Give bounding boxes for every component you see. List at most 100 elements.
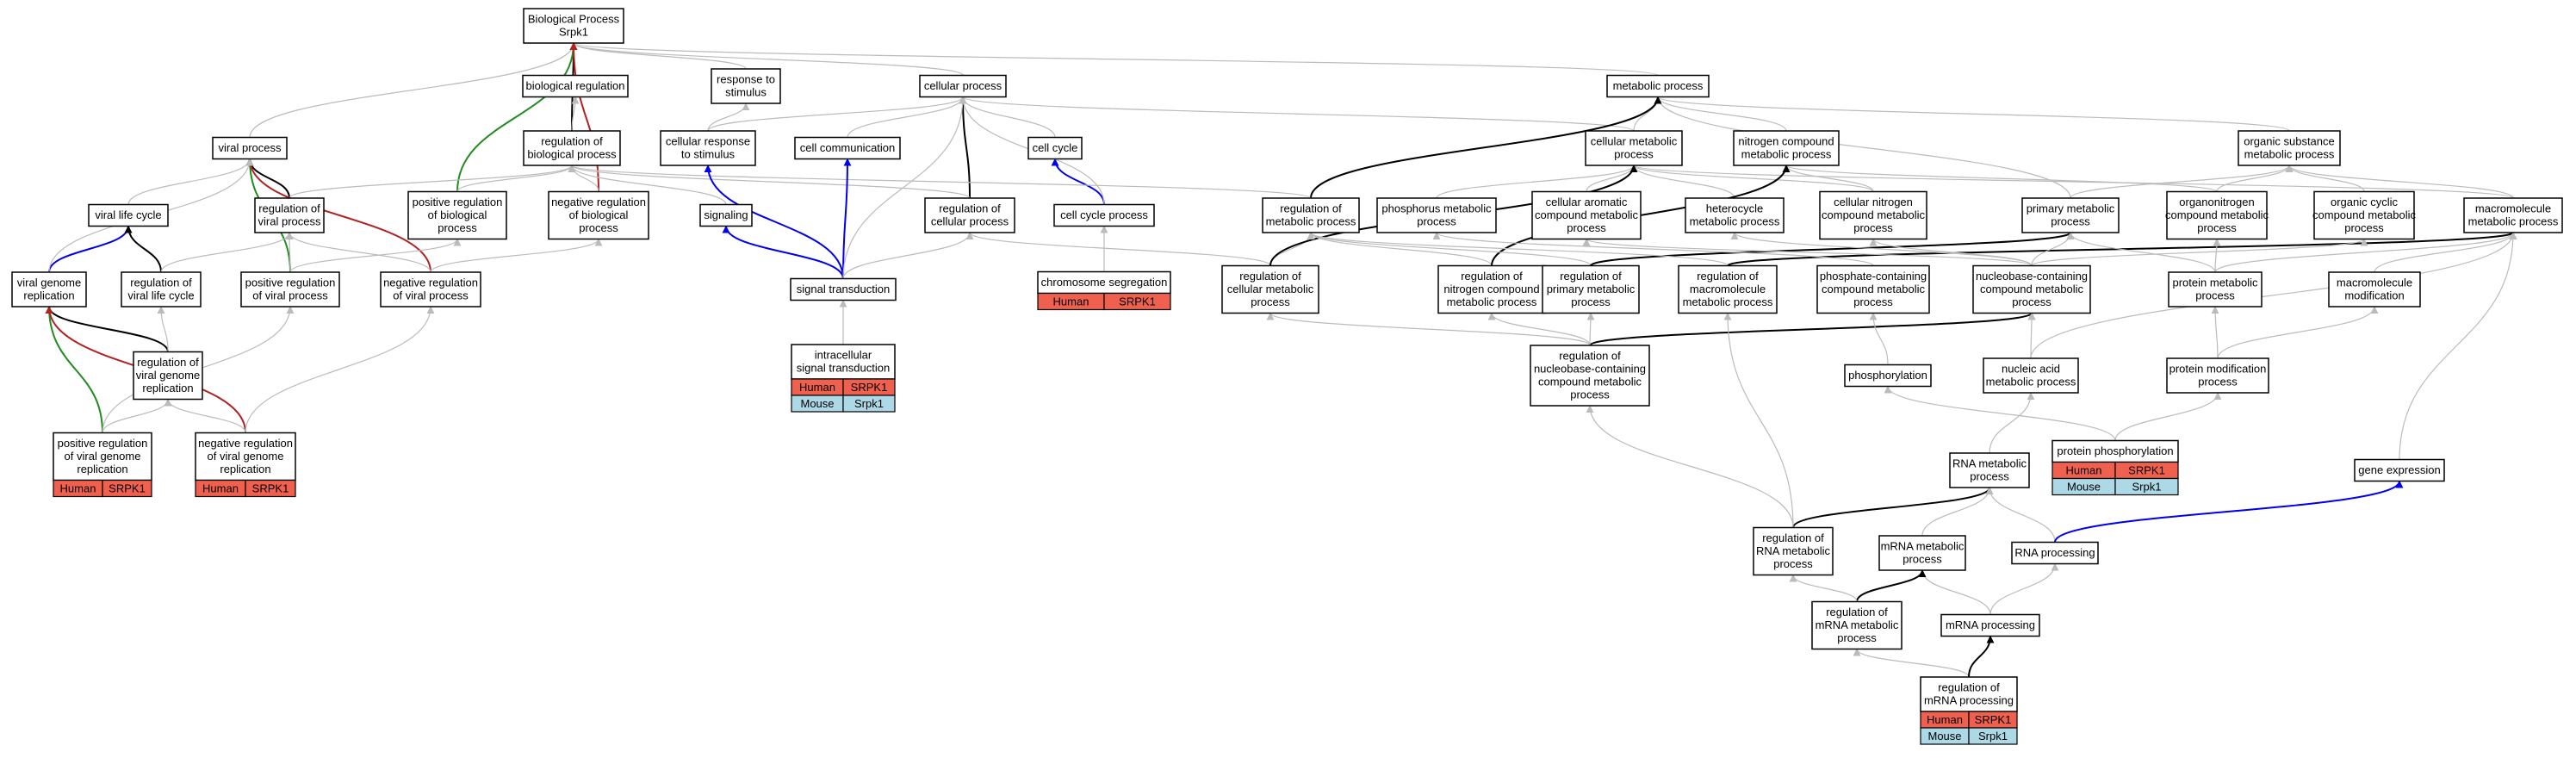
- go-term-label: positive regulation: [58, 437, 148, 450]
- go-term-bioreg[interactable]: biological regulation: [522, 74, 629, 98]
- go-term-ccproc[interactable]: cell cycle process: [1053, 203, 1155, 227]
- go-term-box: [1585, 130, 1683, 166]
- go-term-box: [711, 68, 781, 104]
- edge-resp-to-bp: [569, 42, 747, 70]
- go-term-signaling[interactable]: signaling: [699, 203, 753, 227]
- edge-cellcycle-to-cellproc: [959, 96, 1056, 138]
- edge-regvlc-to-regviral: [160, 232, 294, 273]
- edge-sigtrans-to-signaling: [722, 225, 844, 279]
- go-term-cellcycle[interactable]: cell cycle: [1027, 136, 1083, 160]
- go-term-label: signal transduction: [797, 362, 890, 375]
- go-term-genexp[interactable]: gene expression: [2354, 458, 2445, 482]
- gene-label: SRPK1: [2128, 464, 2165, 477]
- go-term-viral[interactable]: viral process: [212, 136, 288, 160]
- gene-cell: [2114, 477, 2179, 496]
- go-term-cellproc[interactable]: cellular process: [919, 74, 1007, 98]
- go-term-box: [2313, 190, 2415, 240]
- species-label: Human: [799, 381, 835, 394]
- edge-regprimary-to-regmet: [1307, 232, 1592, 267]
- go-term-label: mRNA processing: [1924, 694, 2014, 707]
- species-label: Human: [1927, 713, 1963, 726]
- go-term-box: [254, 197, 325, 233]
- go-term-label: process: [1970, 470, 2009, 483]
- edge-regnucleo-to-regnitro: [1487, 312, 1591, 346]
- go-term-label: Biological Process: [528, 13, 620, 26]
- go-term-mrnaproc[interactable]: mRNA processing: [1940, 613, 2040, 637]
- go-term-label: chromosome segregation: [1041, 276, 1168, 289]
- go-term-cellcomm[interactable]: cell communication: [794, 136, 901, 160]
- edge-organonitro-to-nitro: [1782, 165, 2218, 193]
- edge-negviral-to-viral: [245, 158, 431, 273]
- go-term-label: process: [1567, 221, 1606, 234]
- go-term-vlc[interactable]: viral life cycle: [88, 203, 169, 227]
- go-term-regnucleo[interactable]: regulation ofnucleobase-containingcompou…: [1530, 345, 1650, 407]
- go-term-label: regulation of: [1697, 270, 1759, 283]
- go-term-phosphoryl[interactable]: phosphorylation: [1844, 363, 1932, 388]
- go-term-sigtrans[interactable]: signal transduction: [790, 277, 897, 301]
- species-label: Mouse: [2067, 481, 2101, 494]
- go-term-label: metabolic process: [2468, 215, 2559, 228]
- go-term-metab[interactable]: metabolic process: [1606, 74, 1710, 98]
- edge-metab-to-bp: [570, 42, 1659, 77]
- go-term-label: signaling: [704, 208, 748, 221]
- go-term-box: [2328, 271, 2421, 308]
- go-term-label: RNA processing: [2014, 546, 2095, 559]
- gene-label: SRPK1: [252, 482, 289, 495]
- go-term-label: regulation of: [130, 276, 192, 289]
- edge-regnucleo-to-regcellmet: [1266, 312, 1591, 346]
- go-term-label: compound metabolic: [1535, 208, 1638, 221]
- go-term-rnaproc[interactable]: RNA processing: [2011, 541, 2099, 565]
- go-term-label: metabolic process: [1613, 79, 1704, 92]
- go-term-label: regulation of: [939, 202, 1001, 215]
- go-term-label: process: [1853, 221, 1893, 234]
- go-term-label: replication: [142, 382, 193, 395]
